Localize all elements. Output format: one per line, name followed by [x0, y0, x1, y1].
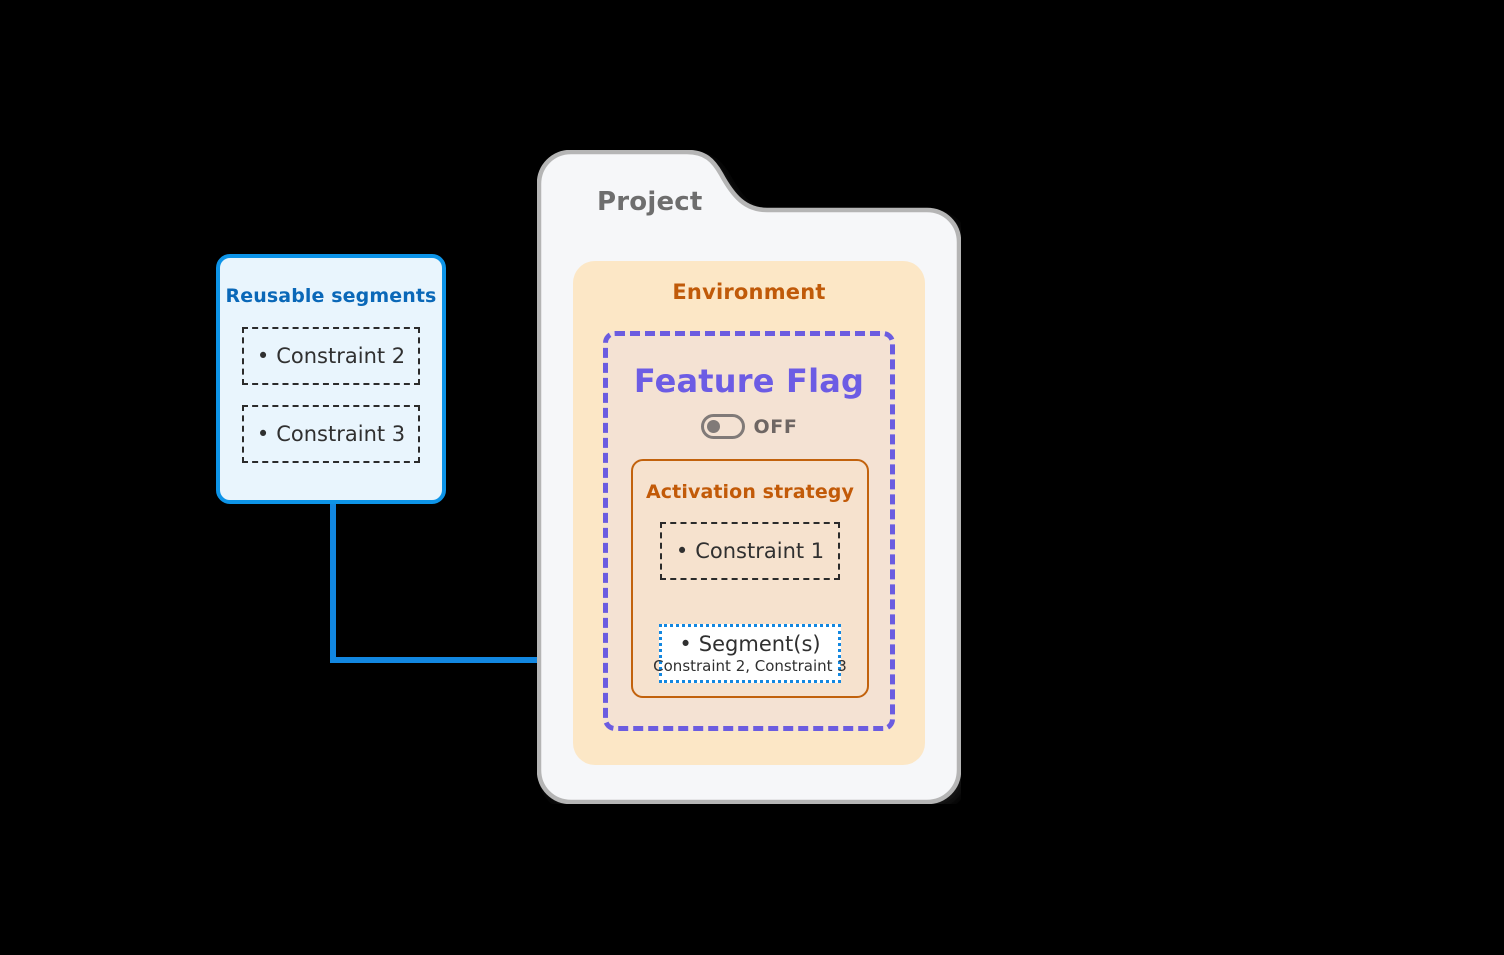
reusable-segments-title: Reusable segments: [225, 285, 437, 307]
constraint-label: Constraint 1: [695, 539, 825, 563]
reusable-segment-label: Constraint 2: [276, 344, 406, 368]
project-title: Project: [597, 187, 703, 217]
reusable-segment-label: Constraint 3: [276, 422, 406, 446]
reusable-segment-item: • Constraint 3: [242, 405, 420, 463]
activation-strategy-title: Activation strategy: [646, 481, 854, 503]
segments-sublabel: Constraint 2, Constraint 3: [653, 657, 847, 675]
feature-flag-title: Feature Flag: [633, 362, 865, 400]
feature-flag-toggle-row: OFF: [608, 414, 890, 439]
bullet-icon: •: [679, 632, 692, 656]
reusable-segments-container: Reusable segments • Constraint 2 • Const…: [216, 254, 446, 504]
segments-label: Segment(s): [698, 632, 821, 656]
bullet-icon: •: [675, 538, 689, 563]
reusable-segment-item: • Constraint 2: [242, 327, 420, 385]
constraint-item: • Constraint 1: [660, 522, 840, 580]
toggle-off-icon[interactable]: [700, 414, 745, 439]
toggle-knob: [706, 420, 720, 433]
toggle-state-label: OFF: [753, 415, 798, 438]
segments-item: • Segment(s) Constraint 2, Constraint 3: [653, 624, 847, 683]
environment-title: Environment: [672, 280, 826, 304]
segments-main-row: • Segment(s): [679, 632, 820, 656]
bullet-icon: •: [256, 421, 270, 446]
bullet-icon: •: [256, 343, 270, 368]
